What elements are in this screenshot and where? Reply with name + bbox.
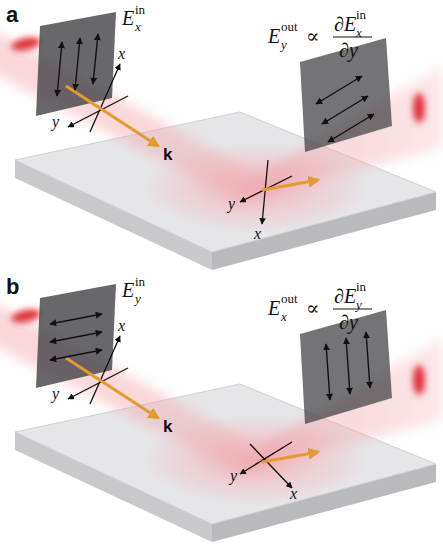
figure-part xyxy=(346,338,350,394)
field-symbol: E xyxy=(122,280,134,300)
superscript: out xyxy=(281,292,298,305)
wave-vector-label: k xyxy=(163,146,172,163)
subscript: x xyxy=(356,26,362,39)
figure-part xyxy=(50,350,102,360)
partial-derivative: ∂E xyxy=(334,286,356,306)
fraction-bar xyxy=(333,309,372,310)
figure-part xyxy=(0,12,443,270)
field-symbol: E xyxy=(268,298,280,318)
figure-part xyxy=(366,332,370,388)
wave-vector-label: k xyxy=(163,418,172,435)
figure-part xyxy=(0,284,443,542)
proportional-sign: ∝ xyxy=(306,298,320,318)
figure-part xyxy=(57,42,62,96)
panel-b xyxy=(0,284,443,542)
subscript: x xyxy=(135,20,141,33)
panel-letter: a xyxy=(6,4,18,26)
superscript: in xyxy=(135,3,145,16)
wave-vector xyxy=(262,180,318,190)
axis-label: y xyxy=(52,386,59,402)
superscript: out xyxy=(281,20,298,33)
axis-label: y xyxy=(228,196,235,212)
polarization-arrows xyxy=(57,34,98,96)
axis-label: x xyxy=(118,46,125,62)
field-symbol: E xyxy=(122,8,134,28)
partial-derivative: ∂y xyxy=(339,312,358,332)
superscript: in xyxy=(356,280,366,293)
axis-label: x xyxy=(290,486,297,502)
partial-derivative: ∂E xyxy=(334,14,356,34)
polarization-arrows xyxy=(50,314,102,360)
field-symbol: E xyxy=(268,26,280,46)
proportional-sign: ∝ xyxy=(306,26,320,46)
superscript: in xyxy=(356,8,366,21)
axis-x xyxy=(262,160,268,224)
polarization-arrows xyxy=(316,76,374,142)
fraction-bar xyxy=(333,37,372,38)
figure-part xyxy=(50,314,102,324)
axis-label: x xyxy=(254,226,261,242)
figure-part xyxy=(75,38,80,90)
figure-part xyxy=(50,332,102,342)
partial-derivative: ∂y xyxy=(339,40,358,60)
axis-label: y xyxy=(230,468,237,484)
subscript: x xyxy=(281,310,287,323)
panel-a xyxy=(0,12,443,270)
figure-part xyxy=(328,114,374,142)
subscript: y xyxy=(135,292,141,305)
figure-part xyxy=(322,96,368,124)
axis-x xyxy=(250,444,292,488)
subscript: y xyxy=(356,298,362,311)
superscript: in xyxy=(135,275,145,288)
axis-label: x xyxy=(118,318,125,334)
panel-letter: b xyxy=(6,276,19,298)
figure-part xyxy=(93,34,98,84)
axis-label: y xyxy=(52,114,59,130)
wave-vector xyxy=(262,452,318,462)
figure-part xyxy=(316,76,362,104)
polarization-arrows xyxy=(326,332,370,400)
figure-part xyxy=(326,344,330,400)
subscript: y xyxy=(281,38,287,51)
